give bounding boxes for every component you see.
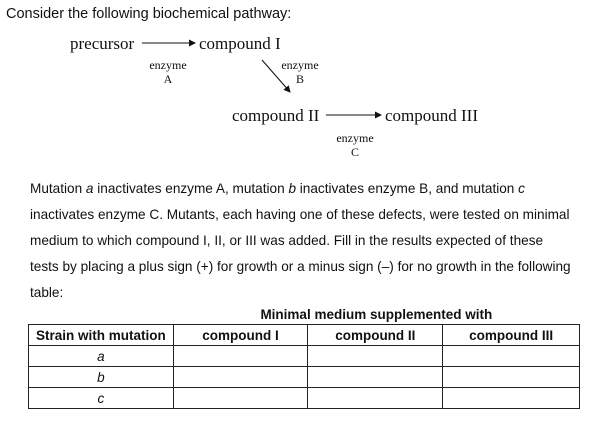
enzyme-c-label: enzyme C <box>336 131 374 159</box>
strain-header: Strain with mutation <box>28 324 174 346</box>
table-row: c <box>28 387 580 409</box>
supplement-header: Minimal medium supplemented with <box>173 304 580 325</box>
results-table: Minimal medium supplemented with Strain … <box>28 304 580 409</box>
compound3-label: compound III <box>385 106 479 125</box>
col-header-compound2: compound II <box>307 324 444 346</box>
row-label-a: a <box>28 345 174 367</box>
compound2-label: compound II <box>232 106 320 125</box>
precursor-label: precursor <box>70 34 135 53</box>
row-label-c: c <box>28 387 174 409</box>
cell-b-compound2[interactable] <box>307 366 444 388</box>
col-header-compound1: compound I <box>172 324 309 346</box>
row-label-b: b <box>28 366 174 388</box>
intro-text: Consider the following biochemical pathw… <box>6 6 292 22</box>
cell-c-compound3[interactable] <box>442 387 580 409</box>
table-row: a <box>28 345 580 367</box>
cell-a-compound2[interactable] <box>307 345 444 367</box>
cell-c-compound1[interactable] <box>172 387 309 409</box>
cell-b-compound1[interactable] <box>172 366 309 388</box>
enzyme-a-label: enzyme A <box>149 58 187 86</box>
compound1-label: compound I <box>199 34 281 53</box>
cell-c-compound2[interactable] <box>307 387 444 409</box>
enzyme-b-label: enzyme B <box>281 58 319 86</box>
arrow-compound1-to-compound2 <box>261 59 291 93</box>
cell-b-compound3[interactable] <box>442 366 580 388</box>
col-header-compound3: compound III <box>442 324 580 346</box>
cell-a-compound1[interactable] <box>172 345 309 367</box>
question-paragraph: Mutation a inactivates enzyme A, mutatio… <box>30 181 571 300</box>
table-row: b <box>28 366 580 388</box>
cell-a-compound3[interactable] <box>442 345 580 367</box>
pathway-arrows <box>142 39 382 119</box>
